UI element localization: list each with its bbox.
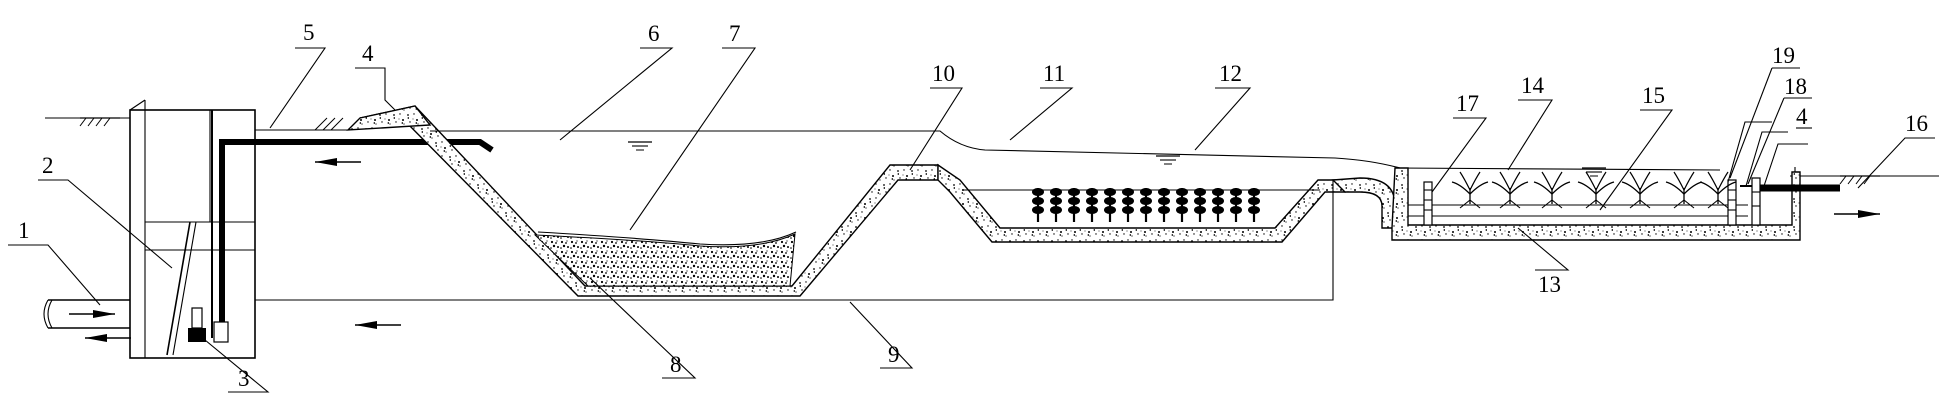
label-14: 14: [1521, 73, 1545, 98]
aquatic-plant-icon: [1577, 171, 1615, 209]
water-surface: [430, 130, 1401, 169]
gravel-bed: [533, 233, 796, 287]
label-6: 6: [648, 21, 660, 46]
aquatic-plant-icon: [1120, 186, 1136, 224]
flow-arrow-icon: [84, 333, 132, 343]
water-level-icon: [627, 141, 653, 151]
label-8: 8: [670, 352, 682, 377]
label-5: 5: [303, 20, 315, 45]
aquatic-plant-icon: [1030, 186, 1046, 224]
aquatic-plant-icon: [1156, 186, 1172, 224]
label-4b: 4: [1796, 104, 1808, 129]
label-15: 15: [1642, 83, 1665, 108]
label-13: 13: [1538, 272, 1561, 297]
flow-arrow-icon: [354, 320, 402, 330]
aquatic-plant-icon: [1621, 171, 1659, 209]
ground-hatch-icon: [1839, 175, 1881, 185]
inlet-baffle: [1423, 181, 1433, 226]
aquatic-plant-icon: [1210, 186, 1226, 224]
ground-hatch-icon: [314, 117, 344, 131]
label-18: 18: [1784, 74, 1807, 99]
flow-arrow-icon: [314, 157, 362, 167]
label-underlines: [1772, 67, 1812, 129]
floating-plant-channel: [937, 163, 1346, 243]
water-level-icon: [1155, 155, 1181, 165]
leader-lines: [8, 47, 1935, 393]
flow-arrow-icon: [68, 309, 116, 319]
aquatic-plant-icon: [1533, 171, 1571, 209]
label-2: 2: [42, 153, 54, 178]
pump-well: [129, 99, 494, 359]
aquatic-plant-icon: [1246, 186, 1262, 224]
label-4: 4: [362, 41, 374, 66]
aquatic-plant-icon: [1048, 186, 1064, 224]
pump-icon: [188, 307, 229, 343]
inlet-pipe: [43, 299, 132, 343]
return-pipe: [255, 180, 1334, 301]
label-7: 7: [729, 21, 741, 46]
sedimentation-pond: [346, 105, 939, 297]
label-3: 3: [238, 366, 250, 391]
ground-mid: [255, 117, 350, 131]
aquatic-plant-icon: [1066, 186, 1082, 224]
aquatic-plant-icon: [1174, 186, 1190, 224]
aquatic-plant-icon: [1138, 186, 1154, 224]
label-12: 12: [1219, 61, 1242, 86]
plant-row: [1030, 186, 1262, 224]
label-11: 11: [1043, 61, 1065, 86]
aquatic-plant-icon: [1228, 186, 1244, 224]
label-19: 19: [1772, 43, 1795, 68]
flow-arrow-icon: [1833, 209, 1881, 219]
label-9: 9: [888, 342, 900, 367]
aquatic-plant-icon: [1084, 186, 1100, 224]
ground-left: [45, 117, 130, 127]
label-16: 16: [1905, 111, 1928, 136]
aquatic-plant-icon: [1491, 171, 1529, 209]
callout-labels: 1 2 3 4 5 6 7 8 9 10 11 12 13 14 15 16 1…: [18, 20, 1928, 391]
aquatic-plant-icon: [1665, 171, 1703, 209]
ground-hatch-icon: [79, 117, 121, 127]
aquatic-plant-icon: [1451, 171, 1489, 209]
lift-pipe: [219, 139, 494, 338]
bar-screen: [166, 221, 191, 356]
aquatic-plant-icon: [1192, 186, 1208, 224]
outlet-baffle: [1727, 179, 1737, 226]
outlet-pipe: [1760, 184, 1881, 219]
label-17: 17: [1456, 91, 1479, 116]
label-connectors: [1729, 67, 1785, 185]
aquatic-plant-icon: [1102, 186, 1118, 224]
label-10: 10: [932, 61, 955, 86]
wetland-bed: [1391, 167, 1801, 241]
label-1: 1: [18, 218, 30, 243]
